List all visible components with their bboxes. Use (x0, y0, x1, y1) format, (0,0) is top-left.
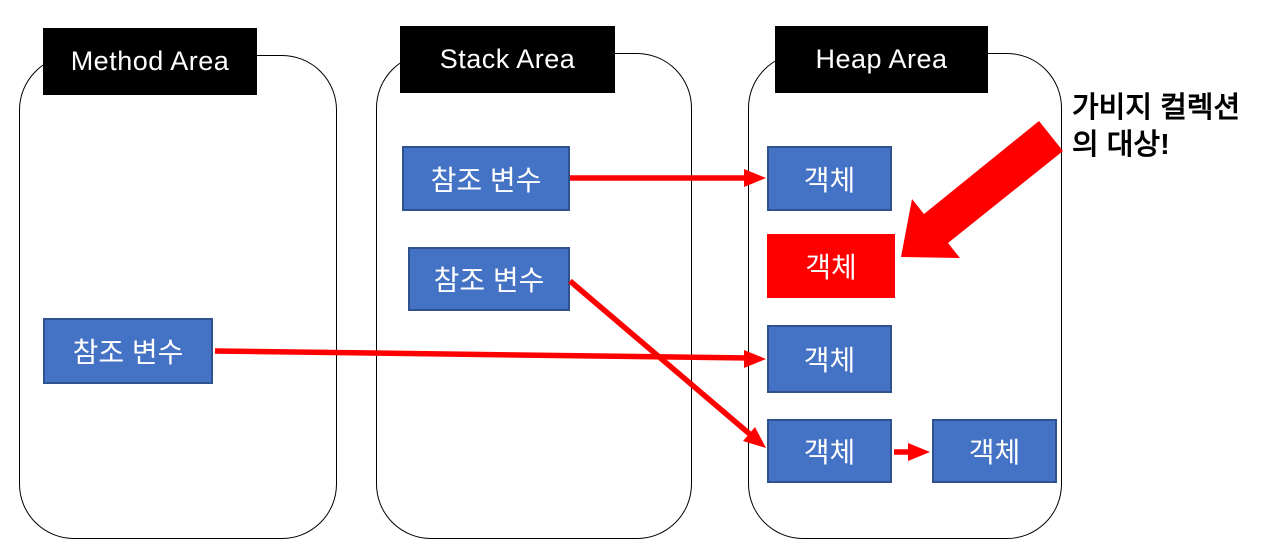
heap-area-title: Heap Area (775, 26, 988, 93)
heap-object-3-box: 객체 (767, 325, 892, 393)
method-area-title: Method Area (43, 28, 257, 95)
stack-reference-variable-1-box: 참조 변수 (402, 146, 570, 211)
stack-reference-variable-2-box: 참조 변수 (408, 247, 570, 311)
annotation-line-1: 가비지 컬렉션 (1072, 92, 1241, 124)
garbage-collection-annotation: 가비지 컬렉션 의 대상! (1072, 90, 1280, 164)
heap-object-2-garbage-box: 객체 (767, 234, 895, 298)
heap-object-5-box: 객체 (932, 419, 1057, 483)
heap-object-1-box: 객체 (767, 146, 892, 211)
method-area-container (19, 55, 337, 539)
heap-object-4-box: 객체 (767, 419, 892, 483)
method-reference-variable-box: 참조 변수 (43, 318, 213, 384)
annotation-line-2: 의 대상! (1072, 129, 1170, 161)
stack-area-title: Stack Area (400, 26, 615, 93)
